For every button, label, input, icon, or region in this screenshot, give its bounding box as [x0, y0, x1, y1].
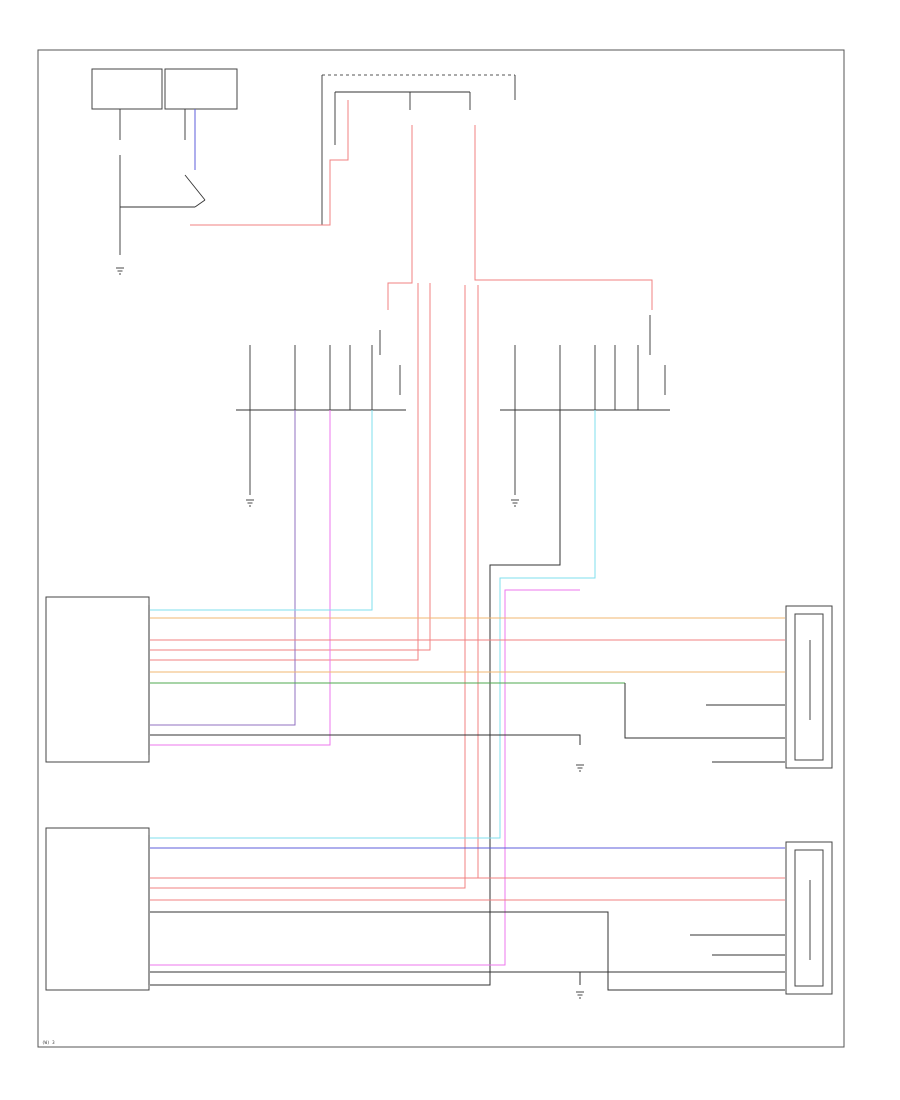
top-left-fuse-area — [91, 68, 238, 275]
diagram-frame — [37, 49, 845, 1048]
passenger-heated-seat-switch — [150, 315, 670, 986]
driver-module-wires — [150, 617, 785, 772]
passenger-seat-control-module — [45, 827, 150, 991]
ground-symbol — [246, 499, 254, 507]
center-fuse-block — [321, 74, 516, 225]
driver-heated-seat-switch — [150, 330, 406, 746]
ground-symbol — [576, 991, 584, 999]
passenger-seat-heater-connector — [785, 841, 833, 995]
driver-seat-heater-connector — [785, 605, 833, 769]
red-feed-wires — [150, 100, 653, 889]
ground-symbol — [511, 499, 519, 507]
ground-symbol — [116, 267, 124, 275]
driver-seat-control-module — [45, 596, 150, 763]
ground-symbol — [576, 764, 584, 772]
passenger-module-wires — [150, 847, 785, 999]
footer-code: (W) 3 — [42, 1040, 55, 1045]
